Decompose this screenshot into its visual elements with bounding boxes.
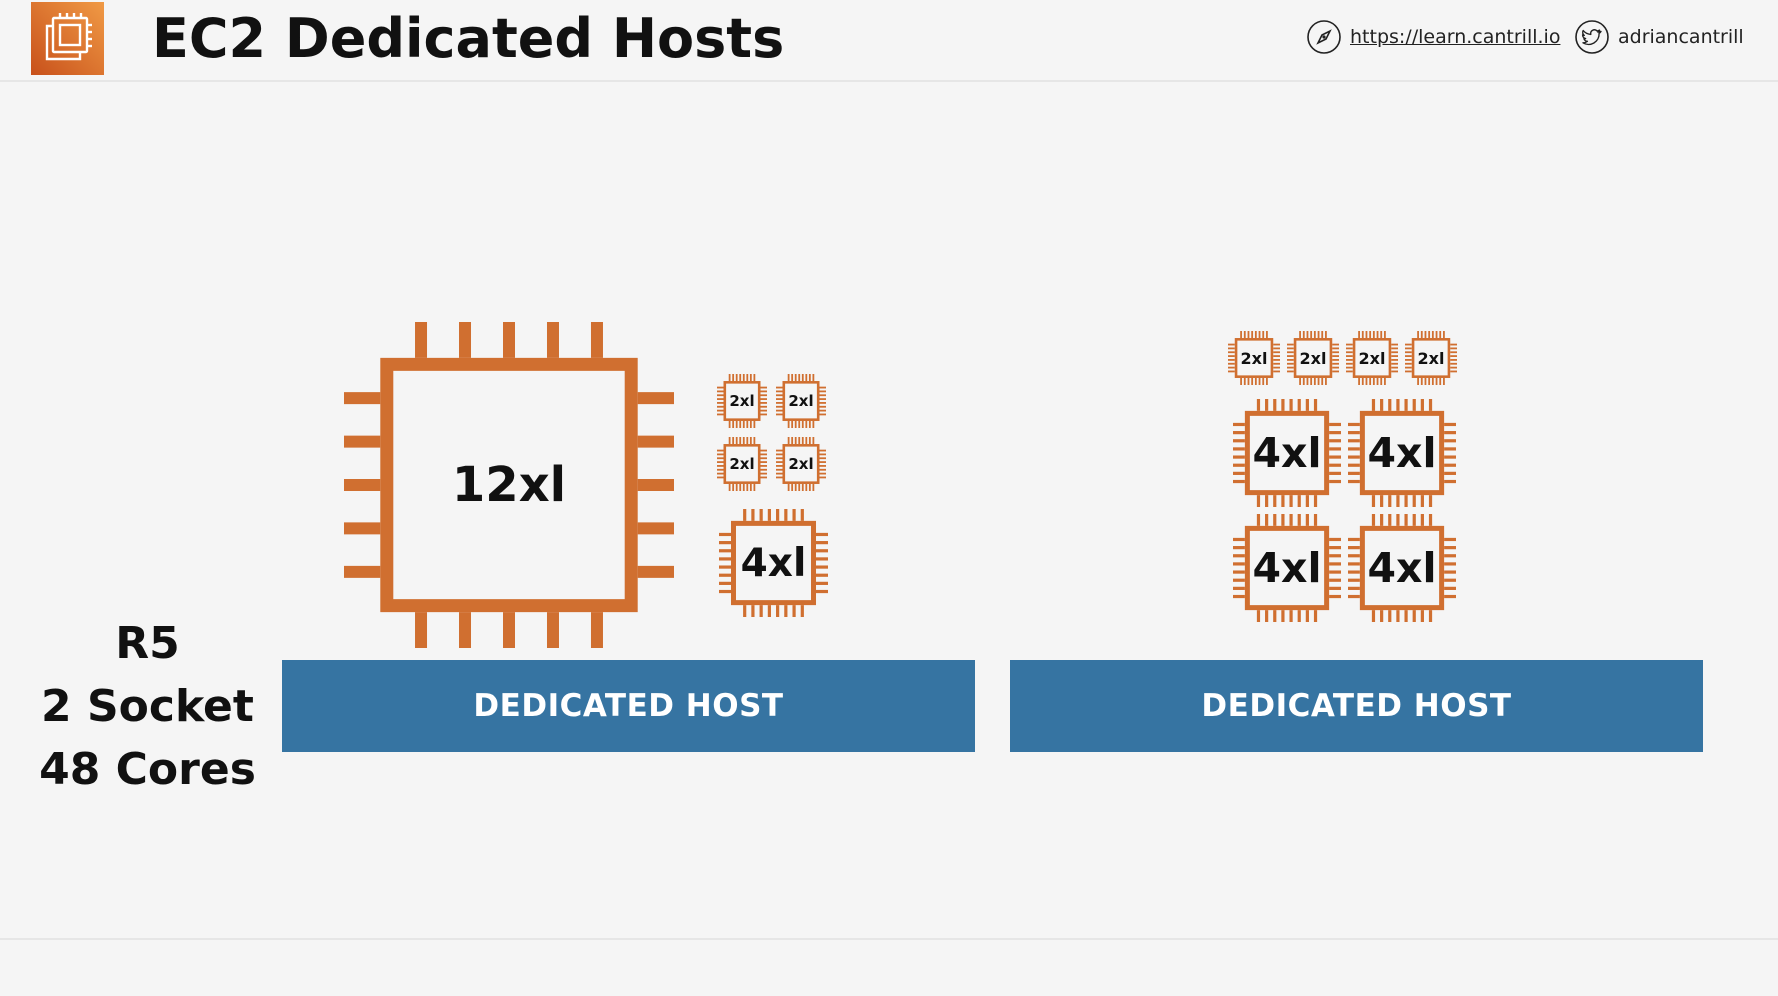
- chip-outline-icon: [1405, 331, 1457, 385]
- chip-outline-icon: [1348, 514, 1456, 622]
- instance-label: 2xl: [1299, 348, 1327, 368]
- instance-label: 2xl: [729, 392, 755, 410]
- host-label: DEDICATED HOST: [473, 688, 784, 724]
- chip-outline-icon: [719, 509, 828, 617]
- host-label: DEDICATED HOST: [1201, 688, 1512, 724]
- instance-label: 4xl: [1367, 429, 1437, 477]
- instance-chip-4xl: 4xl: [1233, 399, 1341, 507]
- spec-sockets: 2 Socket: [41, 681, 254, 732]
- instance-label: 2xl: [788, 455, 814, 473]
- dedicated-host-bar-2: DEDICATED HOST: [1010, 660, 1703, 752]
- twitter-icon: [1575, 20, 1609, 54]
- instance-chip-2xl: 2xl: [1405, 331, 1457, 385]
- website-url[interactable]: https://learn.cantrill.io: [1350, 26, 1561, 48]
- chip-outline-icon: [1287, 331, 1339, 385]
- instance-chip-4xl: 4xl: [1233, 514, 1341, 622]
- spec-family: R5: [115, 618, 180, 669]
- chip-outline-icon: [1228, 331, 1280, 385]
- chip-outline-icon: [1233, 399, 1341, 507]
- host-spec: R5 2 Socket 48 Cores: [30, 612, 265, 801]
- instance-chip-2xl: 2xl: [776, 437, 826, 491]
- footer-divider: [0, 938, 1778, 940]
- twitter-handle[interactable]: adriancantrill: [1618, 26, 1744, 48]
- instance-label: 2xl: [788, 392, 814, 410]
- instance-label: 4xl: [1252, 544, 1322, 592]
- instance-chip-2xl: 2xl: [1346, 331, 1398, 385]
- ec2-logo-icon: [31, 2, 104, 75]
- compass-icon: [1307, 20, 1341, 54]
- instance-label: 4xl: [1367, 544, 1437, 592]
- dedicated-host-bar-1: DEDICATED HOST: [282, 660, 975, 752]
- instance-chip-2xl: 2xl: [717, 437, 767, 491]
- page-title: EC2 Dedicated Hosts: [152, 7, 785, 70]
- instance-label: 2xl: [1417, 348, 1445, 368]
- website-link[interactable]: https://learn.cantrill.io: [1306, 19, 1560, 55]
- header: EC2 Dedicated Hosts https://learn.cantri…: [0, 0, 1778, 82]
- chip-outline-icon: [776, 437, 826, 491]
- instance-chip-2xl: 2xl: [1228, 331, 1280, 385]
- instance-label: 2xl: [1358, 348, 1386, 368]
- chip-outline-icon: [717, 437, 767, 491]
- instance-label: 12xl: [451, 457, 567, 513]
- instance-chip-4xl: 4xl: [719, 509, 828, 617]
- instance-label: 4xl: [740, 540, 807, 586]
- instance-chip-4xl: 4xl: [1348, 399, 1456, 507]
- chip-outline-icon: [344, 322, 674, 648]
- chip-outline-icon: [1346, 331, 1398, 385]
- chip-outline-icon: [776, 374, 826, 428]
- instance-chip-2xl: 2xl: [776, 374, 826, 428]
- instance-label: 4xl: [1252, 429, 1322, 477]
- instance-chip-4xl: 4xl: [1348, 514, 1456, 622]
- instance-chip-12xl: 12xl: [344, 322, 674, 648]
- chip-outline-icon: [1233, 514, 1341, 622]
- instance-chip-2xl: 2xl: [1287, 331, 1339, 385]
- chip-outline-icon: [717, 374, 767, 428]
- chip-outline-icon: [1348, 399, 1456, 507]
- twitter-link[interactable]: adriancantrill: [1574, 19, 1744, 55]
- instance-chip-2xl: 2xl: [717, 374, 767, 428]
- instance-label: 2xl: [729, 455, 755, 473]
- instance-label: 2xl: [1240, 348, 1268, 368]
- spec-cores: 48 Cores: [39, 744, 256, 795]
